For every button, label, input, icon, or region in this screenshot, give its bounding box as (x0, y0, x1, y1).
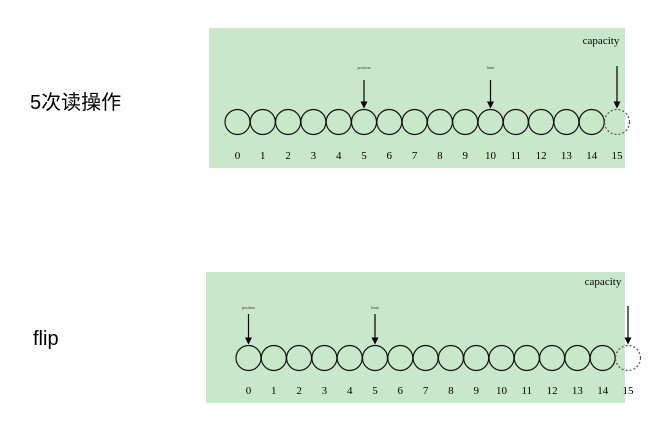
slot-index-label: 4 (336, 150, 342, 162)
slot-index-label: 0 (235, 150, 241, 162)
slot-index-label: 1 (260, 150, 266, 162)
buffer-slot (350, 108, 378, 136)
slot-index-label: 12 (536, 150, 547, 162)
buffer-slot (412, 344, 439, 372)
slot-index-label: 3 (322, 385, 328, 397)
limit-marker-label: limit (371, 305, 379, 310)
limit-arrowhead (487, 101, 494, 109)
position-marker-label: position (358, 65, 371, 70)
buffer-slot (325, 108, 352, 136)
buffer-slot (553, 108, 580, 136)
buffer-slot (488, 344, 515, 372)
capacity-label: capacity (585, 276, 622, 288)
buffer-slot (502, 108, 529, 136)
slot-index-label: 7 (423, 385, 429, 397)
buffer-slot (361, 344, 389, 372)
buffer-slot (274, 108, 302, 136)
buffer-slot (387, 344, 414, 372)
buffer-slot (260, 344, 287, 372)
slot-index-label: 13 (572, 385, 584, 397)
slot-index-label: 9 (473, 385, 479, 397)
position-arrowhead (245, 337, 252, 345)
position-marker-label: position (242, 305, 255, 310)
slot-index-label: 11 (522, 385, 533, 397)
buffer-slot (603, 108, 631, 136)
slot-index-label: 0 (246, 385, 252, 397)
slot-index-label: 1 (271, 385, 277, 397)
limit-arrowhead (371, 337, 379, 345)
slot-index-label: 6 (387, 150, 393, 162)
slot-index-label: 9 (462, 150, 468, 162)
slot-index-label: 2 (285, 150, 291, 162)
slot-index-label: 10 (485, 150, 497, 162)
buffer-slot (376, 108, 403, 136)
slot-index-label: 3 (311, 150, 317, 162)
buffer-slot (477, 108, 504, 136)
buffer-slot (452, 108, 479, 136)
buffer-slot (300, 108, 327, 136)
slot-index-label: 2 (296, 385, 302, 397)
slot-index-label: 13 (561, 150, 573, 162)
buffer-slot (426, 108, 453, 136)
capacity-arrowhead (624, 337, 632, 345)
slot-index-label: 5 (361, 150, 367, 162)
buffer-slot (285, 344, 313, 372)
buffer-slot (224, 108, 251, 136)
slot-index-label: 14 (597, 385, 609, 397)
slot-index-label: 10 (496, 385, 508, 397)
buffer-slot (539, 344, 566, 372)
slot-index-label: 11 (511, 150, 522, 162)
buffer-slot (578, 108, 605, 136)
buffer-slot (564, 344, 591, 372)
buffer-slot (614, 344, 642, 372)
panel-1-label: 5次读操作 (30, 92, 122, 114)
buffer-slot (463, 344, 490, 372)
buffer-slot (437, 344, 464, 372)
buffer-slot (249, 108, 276, 136)
slot-index-label: 14 (586, 150, 598, 162)
slot-index-label: 5 (372, 385, 378, 397)
limit-marker-label: limit (487, 65, 495, 70)
buffer-slot (235, 344, 262, 372)
capacity-arrowhead (613, 101, 621, 109)
slot-index-label: 15 (623, 385, 635, 397)
slot-index-label: 12 (547, 385, 558, 397)
slot-index-label: 15 (612, 150, 624, 162)
slot-index-label: 8 (448, 385, 454, 397)
position-arrowhead (360, 101, 368, 109)
panel-2-label: flip (33, 328, 59, 350)
buffer-slot (401, 108, 428, 136)
buffer-slot (336, 344, 363, 372)
capacity-label: capacity (583, 35, 620, 47)
buffer-slot (528, 108, 555, 136)
slot-index-label: 7 (412, 150, 418, 162)
buffer-slot (589, 344, 616, 372)
buffer-slot (311, 344, 338, 372)
slot-index-label: 8 (437, 150, 443, 162)
slot-index-label: 6 (398, 385, 404, 397)
buffer-slot (513, 344, 540, 372)
slot-index-label: 4 (347, 385, 353, 397)
